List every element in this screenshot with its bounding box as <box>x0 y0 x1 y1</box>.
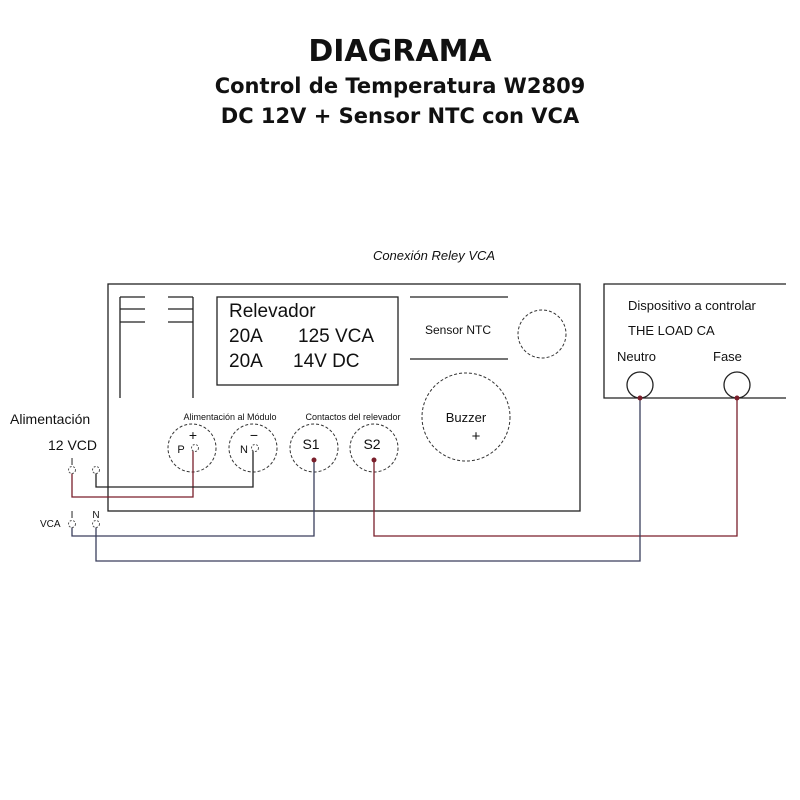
dc-plus-mark: I <box>71 457 74 468</box>
display-circle <box>517 309 567 359</box>
phase-dot <box>734 395 740 401</box>
power-title: Alimentación <box>10 411 90 427</box>
neutral-terminal <box>626 371 654 399</box>
neutral-dot <box>637 395 643 401</box>
relay-title: Relevador <box>229 301 316 322</box>
p-sign: + <box>189 427 197 443</box>
module-box <box>107 283 581 512</box>
sensor-ntc-label: Sensor NTC <box>425 323 491 337</box>
device-load: THE LOAD CA <box>628 323 715 338</box>
s1-dot <box>311 457 317 463</box>
wire-dc-negative <box>95 448 254 488</box>
relay-display-box <box>216 296 399 386</box>
s2-dot <box>371 457 377 463</box>
s1-label: S1 <box>302 436 319 452</box>
module-power-label: Alimentación al Módulo <box>183 412 276 422</box>
phase-terminal <box>723 371 751 399</box>
n-label: N <box>240 444 248 456</box>
dc-plus-terminal <box>68 466 76 474</box>
relay-voltage-dc: 14V DC <box>293 351 360 372</box>
phase-label: Fase <box>713 349 742 364</box>
relay-current-dc: 20A <box>229 351 263 372</box>
n-sign: − <box>250 427 258 443</box>
wire-vca-line <box>71 460 315 537</box>
subtitle-spec: DC 12V + Sensor NTC con VCA <box>220 104 580 128</box>
buzzer-label: Buzzer <box>446 410 487 425</box>
relay-current-ac: 20A <box>229 326 263 347</box>
p-screw <box>191 444 199 452</box>
wire-neutral <box>95 398 641 562</box>
buzzer-sign: + <box>472 428 481 445</box>
subtitle-model: Control de Temperatura W2809 <box>214 74 586 98</box>
wire-dc-positive <box>71 448 194 498</box>
device-title: Dispositivo a controlar <box>628 298 757 313</box>
neutral-label: Neutro <box>617 349 656 364</box>
terminal-p <box>167 423 217 473</box>
power-voltage: 12 VCD <box>48 437 97 453</box>
p-label: P <box>177 444 184 456</box>
wire-s2-phase <box>373 398 738 537</box>
vca-n-terminal <box>92 520 100 528</box>
relay-voltage-ac: 125 VCA <box>298 326 374 347</box>
relay-caption: Conexión Reley VCA <box>373 248 495 263</box>
vca-l-terminal <box>68 520 76 528</box>
vca-n-label: N <box>92 510 99 521</box>
n-screw <box>251 444 259 452</box>
s2-label: S2 <box>363 436 380 452</box>
title: DIAGRAMA <box>308 34 492 69</box>
sensor-ntc-box <box>410 296 508 360</box>
vca-label: VCA <box>40 519 61 530</box>
contacts-label: Contactos del relevador <box>305 412 400 422</box>
connector-block <box>119 296 194 398</box>
device-box <box>603 283 786 399</box>
buzzer-circle <box>421 372 511 462</box>
vca-l-label: I <box>71 510 74 521</box>
dc-minus-terminal <box>92 466 100 474</box>
